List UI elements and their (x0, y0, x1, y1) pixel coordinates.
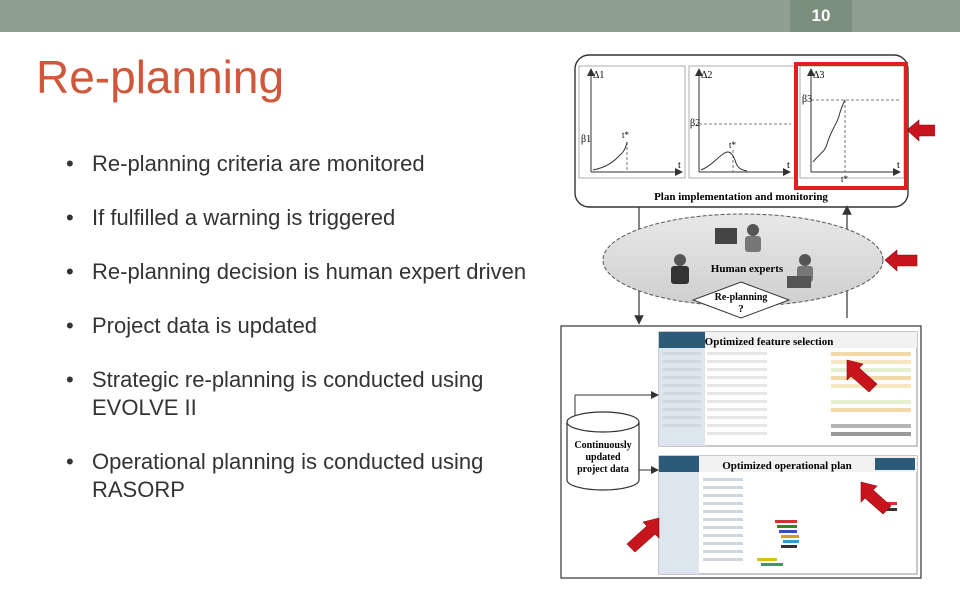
replanning-figure: Δ1 β1 t* t Δ2 β2 t* t Δ3 β3 t* t Plan im… (560, 54, 935, 579)
graph-2-beta-label: β2 (690, 118, 700, 129)
red-arrow-icon (906, 119, 935, 142)
database-label-line1: Continuously (574, 440, 631, 451)
red-arrow-icon (860, 481, 892, 515)
graph-3-t-label: t (897, 160, 900, 171)
graph-3-y-label: Δ3 (813, 70, 824, 81)
graph-3-beta-label: β3 (802, 94, 812, 105)
slide-number: 10 (790, 0, 852, 32)
monitoring-label: Plan implementation and monitoring (654, 191, 828, 203)
red-arrow-icon (846, 359, 878, 393)
graph-3: Δ3 β3 t* t (794, 62, 908, 190)
highlight-frame (794, 62, 908, 190)
slide-title: Re-planning (36, 51, 285, 103)
graph-2: Δ2 β2 t* t (688, 65, 796, 179)
replanning-label: Re-planning (715, 292, 768, 303)
human-experts-label: Human experts (711, 263, 784, 275)
feature-panel-label: Optimized feature selection (705, 336, 834, 348)
bullet-item: Project data is updated (62, 312, 532, 340)
bullet-item: Operational planning is conducted using … (62, 448, 532, 504)
graph-1-t-star: t* (622, 130, 630, 140)
operational-plan-screenshot: Optimized operational plan (658, 455, 918, 575)
replanning-question: ? (738, 303, 744, 315)
graph-1-y-label: Δ1 (593, 70, 604, 81)
experts-icon (671, 224, 813, 288)
replanning-diamond (691, 281, 791, 319)
bullet-item: Re-planning criteria are monitored (62, 150, 532, 178)
red-arrow-icon (884, 249, 918, 272)
graph-2-t-label: t (787, 160, 790, 171)
red-arrow-icon (626, 517, 660, 553)
graph-1-beta-label: β1 (581, 134, 591, 145)
bullet-item: If fulfilled a warning is triggered (62, 204, 532, 232)
graph-2-y-label: Δ2 (701, 70, 712, 81)
graph-3-t-star: t* (841, 174, 849, 184)
database-label-line3: project data (577, 464, 629, 475)
feature-selection-screenshot: Optimized feature selection (658, 331, 918, 447)
database-cylinder: Continuously updated project data (566, 411, 640, 491)
graph-1-t-label: t (678, 160, 681, 171)
bullet-item: Strategic re-planning is conducted using… (62, 366, 532, 422)
graph-1: Δ1 β1 t* t (578, 65, 686, 179)
bullet-list: Re-planning criteria are monitored If fu… (62, 150, 532, 530)
database-label-line2: updated (585, 452, 620, 463)
operational-panel-label: Optimized operational plan (722, 460, 852, 472)
graph-2-t-star: t* (729, 140, 737, 150)
bullet-item: Re-planning decision is human expert dri… (62, 258, 532, 286)
